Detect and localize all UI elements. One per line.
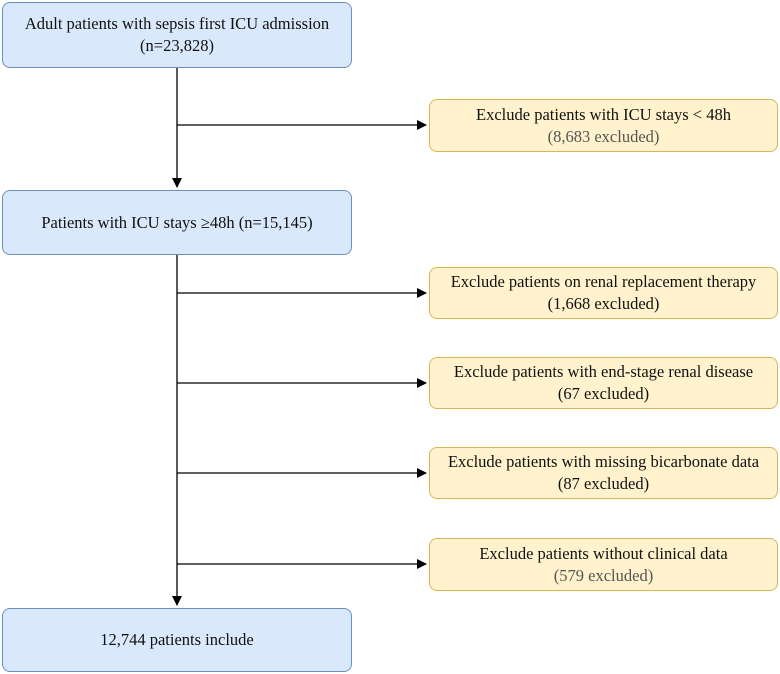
exclusion-box-icu-stay: Exclude patients with ICU stays < 48h (8… [429, 99, 778, 152]
middle-box: Patients with ICU stays ≥48h (n=15,145) [2, 190, 352, 255]
start-box-title: Adult patients with sepsis first ICU adm… [24, 14, 330, 33]
exclusion-label: Exclude patients without clinical data [479, 543, 728, 563]
exclusion-count: (1,668 excluded) [547, 294, 660, 313]
exclusion-box-renal-therapy: Exclude patients on renal replacement th… [429, 267, 778, 319]
end-box-title: 12,744 patients include [100, 630, 254, 649]
start-box: Adult patients with sepsis first ICU adm… [2, 2, 352, 68]
exclusion-count: (87 excluded) [557, 474, 650, 493]
start-box-count: (n=23,828) [140, 36, 214, 55]
exclusion-label: Exclude patients with ICU stays < 48h [476, 104, 731, 124]
exclusion-box-clinical-data: Exclude patients without clinical data (… [429, 538, 778, 591]
exclusion-label: Exclude patients with missing bicarbonat… [447, 452, 760, 471]
exclusion-label: Exclude patients with end-stage renal di… [453, 362, 754, 381]
exclusion-count: (8,683 excluded) [547, 126, 660, 146]
end-box: 12,744 patients include [2, 608, 352, 672]
exclusion-box-end-stage-renal: Exclude patients with end-stage renal di… [429, 357, 778, 409]
exclusion-box-bicarbonate: Exclude patients with missing bicarbonat… [429, 447, 778, 499]
exclusion-label: Exclude patients on renal replacement th… [450, 272, 757, 291]
exclusion-count: (579 excluded) [553, 565, 654, 585]
exclusion-count: (67 excluded) [557, 384, 650, 403]
middle-box-title: Patients with ICU stays ≥48h (n=15,145) [41, 212, 313, 232]
